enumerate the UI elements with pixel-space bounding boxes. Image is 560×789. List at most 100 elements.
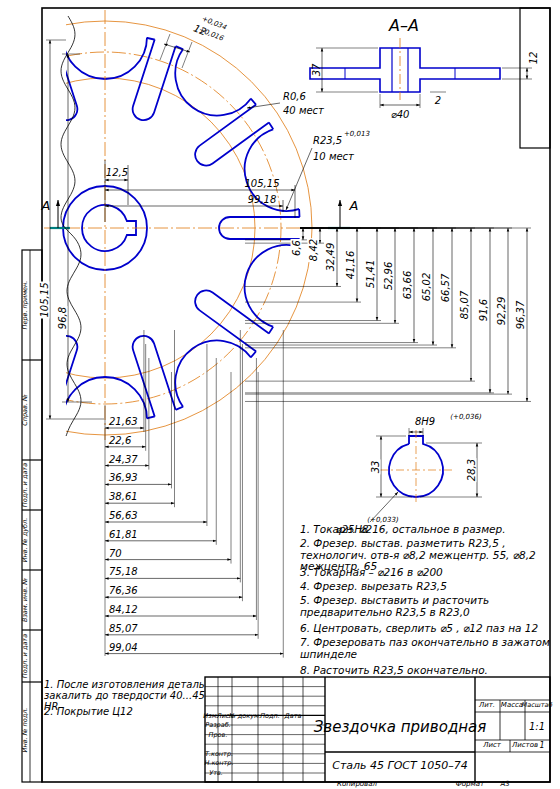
dimension-line — [337, 228, 338, 286]
dimension-text: 12 — [528, 52, 539, 65]
dimension-line — [322, 48, 323, 92]
table-cell: Н.контр. — [204, 760, 233, 767]
dimension-line — [148, 358, 149, 470]
dimension-line — [527, 228, 528, 401]
dimension-text: 85,07 — [459, 289, 470, 320]
dimension-line — [245, 401, 531, 402]
dimension-line — [105, 559, 231, 560]
frame-line — [22, 359, 42, 360]
drawing-title: Звездочка приводная — [314, 719, 487, 736]
dimension-line — [452, 228, 453, 348]
note-text: 2. Покрытие Ц12 — [44, 706, 214, 717]
dimension-line — [164, 44, 190, 52]
dimension-text: А — [350, 199, 359, 213]
sprocket — [66, 0, 357, 479]
dimension-line — [303, 228, 304, 240]
table-cell: Лист — [483, 742, 501, 750]
dimension-line — [502, 68, 532, 69]
leader-line — [247, 103, 280, 108]
dimension-line — [174, 330, 175, 507]
table-cell: Масса — [501, 702, 523, 710]
section-view — [310, 38, 532, 108]
dimension-line — [245, 394, 512, 395]
dimension-text: А–А — [389, 17, 419, 35]
keyway-detail — [370, 428, 482, 522]
table-line — [303, 677, 304, 782]
dimension-line — [171, 372, 172, 488]
dimension-line — [231, 372, 232, 564]
dimension-line — [420, 497, 482, 498]
dimension-text: 66,57 — [440, 273, 451, 304]
dimension-line — [300, 228, 531, 229]
dimension-line — [105, 653, 283, 654]
frame-line — [22, 629, 42, 630]
dimension-line — [377, 228, 378, 321]
table-line — [325, 751, 475, 752]
table-cell: A3 — [500, 781, 509, 789]
dimension-line — [105, 206, 283, 207]
dimension-line — [105, 616, 256, 617]
dimension-line — [105, 465, 149, 466]
dimension-line — [245, 347, 456, 348]
dimension-text: 8,42 — [308, 237, 319, 261]
dimension-text: 24,37 — [109, 453, 138, 464]
dimension-line — [145, 344, 146, 451]
frame-line — [22, 459, 42, 460]
dimension-line — [316, 92, 378, 93]
dimension-line — [502, 79, 532, 80]
table-cell: Листов — [512, 742, 538, 750]
dimension-line — [245, 345, 437, 346]
tooth-cutout — [66, 0, 147, 79]
dimension-text: ⌀40 — [391, 109, 410, 120]
dimension-line — [46, 419, 104, 420]
dimension-line — [490, 228, 491, 393]
dimension-line — [316, 48, 378, 49]
table-cell: Инв. № дубл. — [22, 518, 29, 562]
note-text: 6. Центровать, сверлить ⌀5 , ⌀12 паз на … — [300, 623, 550, 635]
dimension-text: 96,37 — [515, 299, 526, 330]
dimension-text: 21,63 — [109, 416, 138, 427]
sheet-frame — [22, 8, 550, 782]
drawing-part — [310, 48, 500, 92]
dimension-line — [245, 381, 475, 382]
dimension-text: 70 — [109, 547, 122, 558]
table-line — [475, 740, 550, 741]
dimension-line — [105, 597, 242, 598]
table-cell: Пров. — [209, 732, 228, 739]
bore-line — [407, 48, 408, 92]
table-line — [205, 773, 325, 774]
dimension-line — [245, 323, 399, 324]
drawing-part — [22, 250, 42, 782]
dimension-line — [206, 344, 207, 526]
dimension-line — [105, 634, 258, 635]
dimension-text: 36,93 — [109, 472, 138, 483]
dimension-text: 40 мест — [283, 105, 324, 116]
note-text: 1. Токарн. ⌀216, остальное в размер. — [300, 524, 550, 536]
dimension-line — [240, 330, 241, 582]
section-arrow — [340, 200, 341, 228]
note-text: 8. Расточить R23,5 окончательно. — [300, 665, 550, 677]
table-cell: Справ. № — [22, 394, 29, 426]
dimension-line — [283, 330, 284, 658]
dimension-line — [245, 302, 361, 303]
dimension-text: 12,5 — [106, 167, 128, 178]
dimension-line — [105, 503, 174, 504]
table-cell: Взам. инв. № — [22, 578, 29, 622]
table-line — [283, 677, 284, 782]
dimension-text: 85,07 — [109, 622, 138, 633]
dimension-text: 92,29 — [496, 296, 507, 327]
dimension-text: 51,41 — [365, 259, 376, 290]
dimension-line — [105, 428, 144, 429]
dimension-text: 96,8 — [57, 306, 68, 330]
center-line — [105, 10, 106, 440]
dimension-text: 61,81 — [109, 528, 138, 539]
table-cell: Разраб. — [205, 722, 231, 729]
dimension-line — [433, 228, 434, 345]
dimension-line — [105, 446, 146, 447]
table-cell: Дата — [285, 713, 302, 720]
drawing-part — [520, 8, 550, 148]
dimension-text: 41,16 — [345, 250, 356, 281]
dimension-line — [50, 40, 51, 419]
dimension-text: 75,18 — [109, 566, 138, 577]
dimension-text: 105,15 — [39, 282, 50, 319]
